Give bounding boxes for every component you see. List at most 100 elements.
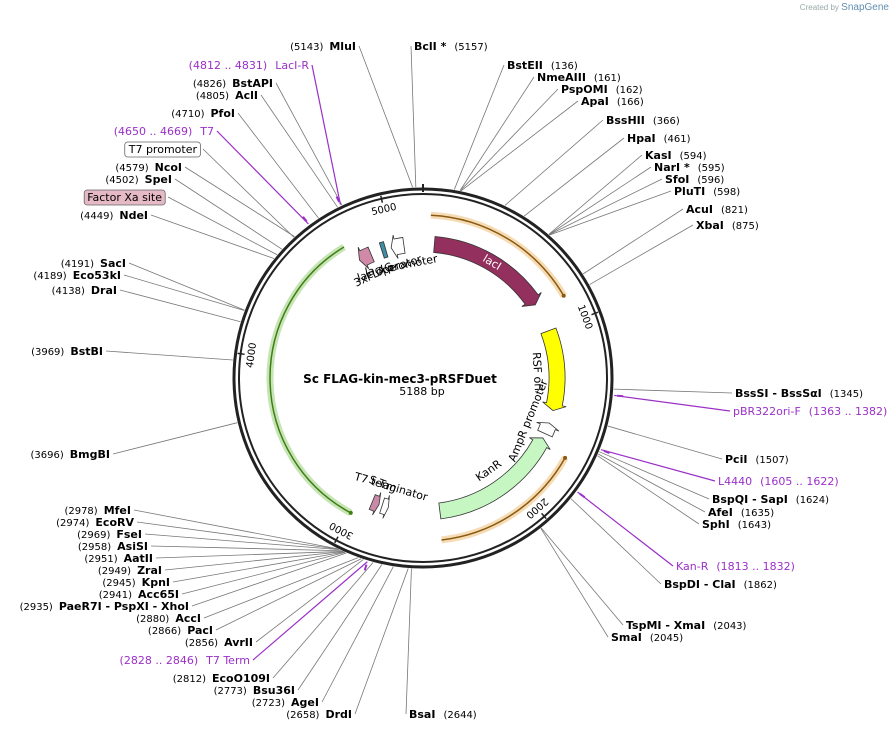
enzyme-aatii[interactable]: (2951)AatII: [84, 552, 153, 565]
feature-t7-terminator[interactable]: [379, 495, 390, 519]
enzyme-leader: [275, 82, 343, 206]
enzyme-bspdi-clai[interactable]: BspDI - ClaI(1862): [664, 578, 777, 591]
feature-kanr[interactable]: [438, 437, 551, 520]
tick-mark: [541, 512, 547, 520]
plasmid-length: 5188 bp: [399, 385, 444, 398]
enzyme-mlui[interactable]: (5143)MluI: [290, 40, 356, 53]
enzyme-bcli[interactable]: BclI *(5157): [414, 40, 488, 53]
feature-laci-promoter[interactable]: [390, 235, 406, 259]
enzyme-drai[interactable]: (4138)DraI: [52, 284, 117, 297]
enzyme-leader: [599, 451, 710, 500]
enzyme-spei[interactable]: (4502)SpeI: [105, 173, 172, 186]
primer-leader: [311, 64, 342, 205]
enzyme-leader: [136, 521, 339, 550]
enzyme-leader: [460, 100, 579, 192]
enzyme-nari[interactable]: NarI *(595): [654, 161, 725, 174]
enzyme-sfoi[interactable]: SfoI(596): [665, 173, 724, 186]
enzyme-ecorv[interactable]: (2974)EcoRV: [56, 516, 134, 529]
primer-leader: [600, 449, 716, 482]
enzyme-kasi[interactable]: KasI(594): [645, 149, 707, 162]
enzyme-saci[interactable]: (4191)SacI: [61, 257, 126, 270]
feature-rsf-ori[interactable]: [540, 327, 567, 412]
enzyme-afei[interactable]: AfeI(1635): [708, 506, 774, 519]
enzyme-tspmi-xmai[interactable]: TspMI - XmaI(2043): [626, 619, 747, 632]
enzyme-leader: [549, 190, 672, 236]
enzyme-fsei[interactable]: (2969)FseI: [77, 528, 142, 541]
tick-label: 5000: [370, 202, 397, 218]
primer-laci-r[interactable]: (4812 .. 4831)LacI-R: [189, 59, 310, 72]
enzyme-apai[interactable]: ApaI(166): [581, 95, 644, 108]
feature-leader: [167, 196, 278, 256]
enzyme-bspqi-sapi[interactable]: BspQI - SapI(1624): [712, 493, 829, 506]
enzyme-bsu36i[interactable]: (2773)Bsu36I: [214, 684, 295, 697]
primer-leader: [577, 491, 674, 567]
enzyme-bmgbi[interactable]: (3696)BmgBI: [31, 448, 110, 461]
enzyme-ecoo109i[interactable]: (2812)EcoO109I: [173, 672, 270, 685]
primer-kan-r[interactable]: Kan-R(1813 .. 1832): [676, 560, 795, 573]
enzyme-drdi[interactable]: (2658)DrdI: [286, 708, 352, 721]
enzyme-leader: [172, 551, 345, 583]
enzyme-zrai[interactable]: (2949)ZraI: [98, 564, 162, 577]
enzyme-pcii[interactable]: PciI(1507): [725, 453, 789, 466]
enzyme-leader: [144, 533, 340, 551]
enzyme-xbai[interactable]: XbaI(875): [696, 219, 759, 232]
enzyme-ncoi[interactable]: (4579)NcoI: [115, 161, 182, 174]
enzyme-bsai[interactable]: BsaI(2644): [409, 708, 477, 721]
enzyme-acc65i[interactable]: (2941)Acc65I: [99, 588, 179, 601]
enzyme-acui[interactable]: AcuI(821): [686, 203, 748, 216]
enzyme-leader: [504, 119, 604, 206]
snapgene-brand: SnapGene: [841, 2, 889, 13]
enzyme-leader: [112, 422, 238, 455]
enzyme-paer7i-pspxi-xhoi[interactable]: (2935)PaeR7I - PspXI - XhoI: [20, 600, 189, 613]
primer-pbr322ori-f[interactable]: pBR322ori-F(1363 .. 1382): [733, 405, 887, 418]
enzyme-ndei[interactable]: (4449)NdeI: [80, 209, 148, 222]
tick-label: 1000: [575, 303, 594, 331]
primer-leader: [614, 394, 731, 412]
enzyme-leader: [453, 64, 505, 190]
enzyme-hpai[interactable]: HpaI(461): [627, 132, 691, 145]
enzyme-bstapi[interactable]: (4826)BstAPI: [193, 77, 273, 90]
enzyme-leader: [540, 528, 609, 638]
enzyme-leader: [607, 425, 723, 460]
enzyme-eco53ki[interactable]: (4189)Eco53kI: [33, 269, 121, 282]
enzyme-leader: [150, 214, 275, 259]
orf-line: [269, 246, 352, 514]
enzyme-bstbi[interactable]: (3969)BstBI: [31, 345, 103, 358]
enzyme-leader: [105, 350, 233, 361]
plasmid-name: Sc FLAG-kin-mec3-pRSFDuet: [303, 372, 497, 386]
label-factor-xa-site[interactable]: Factor Xa site: [87, 191, 162, 204]
enzyme-nmeaiii[interactable]: NmeAIII(161): [537, 71, 621, 84]
enzyme-smai[interactable]: SmaI(2045): [611, 631, 683, 644]
enzyme-avrii[interactable]: (2856)AvrII: [185, 636, 253, 649]
primer-site: [579, 492, 586, 499]
label-t7-promoter[interactable]: T7 promoter: [128, 143, 198, 156]
enzyme-leader: [570, 498, 662, 585]
enzyme-bsssi-bsss-i[interactable]: BssSI - BssSαI(1345): [735, 387, 863, 400]
enzyme-leader: [255, 559, 364, 643]
enzyme-pfoi[interactable]: (4710)PfoI: [171, 107, 235, 120]
enzyme-pluti[interactable]: PluTI(598): [674, 185, 740, 198]
feature-3xflag[interactable]: [357, 246, 375, 269]
enzyme-paci[interactable]: (2866)PacI: [148, 624, 213, 637]
enzyme-leader: [203, 557, 359, 619]
feature-laci[interactable]: [433, 236, 542, 307]
enzyme-bsshii[interactable]: BssHII(366): [606, 114, 680, 127]
primer-site: [335, 196, 341, 203]
enzyme-bsteii[interactable]: BstEII(136): [507, 59, 578, 72]
enzyme-pspomi[interactable]: PspOMI(162): [561, 83, 643, 96]
primer-l4440[interactable]: L4440(1605 .. 1622): [718, 475, 839, 488]
enzyme-kpni[interactable]: (2945)KpnI: [102, 576, 170, 589]
enzyme-acci[interactable]: (2880)AccI: [136, 612, 201, 625]
feature-ampr-promoter[interactable]: [536, 421, 560, 438]
primer-t7-term[interactable]: (2828 .. 2846)T7 Term: [120, 654, 250, 667]
enzyme-mfei[interactable]: (2978)MfeI: [64, 504, 131, 517]
enzyme-acli[interactable]: (4805)AclI: [196, 89, 258, 102]
enzyme-asisi[interactable]: (2958)AsiSI: [78, 540, 148, 553]
enzyme-sphi[interactable]: SphI(1643): [702, 518, 771, 531]
feature-lac-operator[interactable]: [378, 241, 389, 259]
feature-s-tag[interactable]: [368, 492, 382, 516]
enzyme-agei[interactable]: (2723)AgeI: [252, 696, 319, 709]
tick-mark: [591, 311, 599, 316]
primer-t7[interactable]: (4650 .. 4669)T7: [114, 125, 214, 138]
snapgene-credit: Created by SnapGene: [799, 2, 889, 13]
